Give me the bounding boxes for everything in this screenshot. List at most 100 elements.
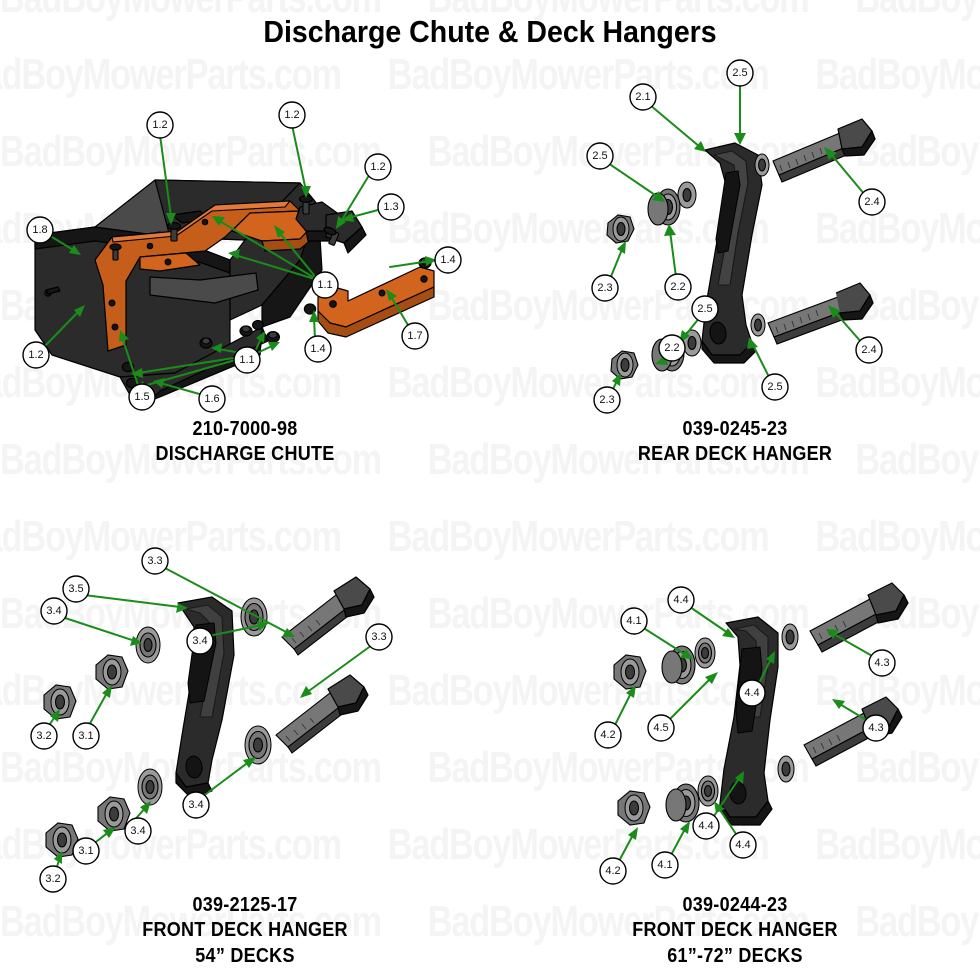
callout-1-1: 1.1 bbox=[311, 271, 339, 299]
callout-label: 2.4 bbox=[864, 196, 879, 208]
diagram-discharge-chute: 1.2 1.2 1.2 1.8 1.3 1.1 1.4 1.7 1.2 1.5 … bbox=[0, 55, 490, 475]
callout-label: 1.8 bbox=[32, 224, 47, 236]
front54-callouts: 3.3 3.5 3.4 3.4 3.3 3.2 3.1 3.4 3.4 3.1 … bbox=[30, 547, 393, 893]
caption-discharge-chute: 210-7000-98 DISCHARGE CHUTE bbox=[25, 417, 466, 468]
callout-label: 3.5 bbox=[68, 583, 83, 595]
callout-label: 3.1 bbox=[78, 730, 93, 742]
callout-4-1: 4.1 bbox=[620, 607, 648, 635]
front6172-leaders bbox=[613, 606, 875, 864]
callout-label: 3.4 bbox=[46, 605, 61, 617]
callout-label: 1.2 bbox=[28, 349, 43, 361]
callout-2-2b: 2.2 bbox=[658, 334, 686, 362]
callout-label: 2.5 bbox=[732, 67, 747, 79]
callout-2-5: 2.5 bbox=[726, 59, 754, 87]
callout-label: 2.1 bbox=[635, 91, 650, 103]
caption-front-deck-hanger-54: 039-2125-17 FRONT DECK HANGER 54” DECKS bbox=[25, 893, 466, 969]
callout-1-6: 1.6 bbox=[198, 385, 226, 413]
callout-label: 4.5 bbox=[653, 722, 668, 734]
callout-label: 1.7 bbox=[407, 330, 422, 342]
callout-label: 3.3 bbox=[147, 555, 162, 567]
callout-label: 3.4 bbox=[188, 799, 203, 811]
callout-2-3b: 2.3 bbox=[593, 386, 621, 414]
callout-4-4: 4.4 bbox=[667, 586, 695, 614]
bolt-right bbox=[323, 226, 340, 246]
diagram-rear-deck-hanger: 2.1 2.5 2.5 2.4 2.3 2.2 2.3 2.5 2.4 2.5 … bbox=[490, 55, 980, 475]
bolt-bottom bbox=[767, 282, 874, 345]
chute-callouts: 1.2 1.2 1.2 1.8 1.3 1.1 1.4 1.7 1.2 1.5 … bbox=[22, 101, 462, 413]
front-deck-hanger-61-72-illustration: 4.4 4.3 4.1 4.4 4.3 4.2 4.5 4.4 4.2 4.1 … bbox=[594, 582, 909, 885]
callout-label: 2.3 bbox=[599, 394, 614, 406]
bolt-top-6172 bbox=[809, 582, 909, 653]
callout-2-3: 2.3 bbox=[591, 274, 619, 302]
callout-2-2: 2.2 bbox=[664, 273, 692, 301]
callout-label: 4.2 bbox=[600, 729, 615, 741]
callout-label: 1.2 bbox=[370, 161, 385, 173]
callout-label: 4.1 bbox=[657, 859, 672, 871]
part-number: 039-2125-17 bbox=[192, 894, 298, 916]
part-deck-size: 54” DECKS bbox=[195, 944, 295, 967]
part-number: 210-7000-98 bbox=[192, 418, 298, 440]
hanger-plate-54 bbox=[175, 596, 235, 798]
callout-4-4c: 4.4 bbox=[692, 812, 720, 840]
part-name: FRONT DECK HANGER bbox=[142, 919, 348, 942]
callout-3-5: 3.5 bbox=[62, 575, 90, 603]
callout-2-4b: 2.4 bbox=[855, 336, 883, 364]
diagram-front-deck-hanger-61-72: 4.4 4.3 4.1 4.4 4.3 4.2 4.5 4.4 4.2 4.1 … bbox=[490, 545, 980, 980]
callout-1-1b: 1.1 bbox=[233, 346, 261, 374]
hardware-stack-upper bbox=[606, 153, 770, 244]
callout-2-5d: 2.5 bbox=[761, 373, 789, 401]
caption-rear-deck-hanger: 039-0245-23 REAR DECK HANGER bbox=[515, 417, 956, 468]
callout-label: 4.3 bbox=[874, 657, 889, 669]
callout-3-4c: 3.4 bbox=[182, 791, 210, 819]
callout-1-2b: 1.2 bbox=[278, 101, 306, 129]
part-number: 039-0245-23 bbox=[682, 418, 788, 440]
callout-label: 4.4 bbox=[744, 687, 759, 699]
callout-4-2b: 4.2 bbox=[599, 857, 627, 885]
part-deck-size: 61”-72” DECKS bbox=[667, 944, 803, 967]
callout-1-2d: 1.2 bbox=[22, 341, 50, 369]
callout-1-2: 1.2 bbox=[146, 111, 174, 139]
callout-label: 4.4 bbox=[673, 594, 688, 606]
callout-label: 3.4 bbox=[192, 635, 207, 647]
callout-label: 4.4 bbox=[735, 839, 750, 851]
callout-label: 1.1 bbox=[317, 279, 332, 291]
front54-leaders bbox=[47, 566, 373, 871]
part-name: REAR DECK HANGER bbox=[637, 443, 833, 466]
part-name: FRONT DECK HANGER bbox=[632, 919, 838, 942]
callout-3-2: 3.2 bbox=[30, 722, 58, 750]
hardware-6172-lower bbox=[617, 755, 795, 826]
callout-label: 3.2 bbox=[36, 730, 51, 742]
callout-label: 2.2 bbox=[670, 281, 685, 293]
callout-1-4b: 1.4 bbox=[304, 335, 332, 363]
callout-label: 1.1 bbox=[239, 354, 254, 366]
hardware-54-upper bbox=[43, 597, 268, 720]
callout-3-4d: 3.4 bbox=[124, 817, 152, 845]
callout-3-4: 3.4 bbox=[40, 597, 68, 625]
callout-3-1: 3.1 bbox=[72, 722, 100, 750]
callout-label: 2.5 bbox=[767, 381, 782, 393]
callout-label: 1.5 bbox=[134, 391, 149, 403]
callout-label: 3.3 bbox=[371, 631, 386, 643]
callout-label: 2.5 bbox=[592, 150, 607, 162]
bolt-top bbox=[772, 118, 876, 183]
callout-label: 1.4 bbox=[440, 254, 455, 266]
callout-2-5c: 2.5 bbox=[691, 295, 719, 323]
caption-front-deck-hanger-61-72: 039-0244-23 FRONT DECK HANGER 61”-72” DE… bbox=[515, 893, 956, 969]
callout-2-1: 2.1 bbox=[629, 83, 657, 111]
callout-label: 1.4 bbox=[310, 343, 325, 355]
front6172-callouts: 4.4 4.3 4.1 4.4 4.3 4.2 4.5 4.4 4.2 4.1 … bbox=[594, 586, 896, 885]
rear-hanger-callouts: 2.1 2.5 2.5 2.4 2.3 2.2 2.3 2.5 2.4 2.5 … bbox=[586, 59, 886, 414]
chute-link-bar bbox=[317, 266, 435, 338]
callout-label: 3.4 bbox=[130, 825, 145, 837]
rear-deck-hanger-illustration: 2.1 2.5 2.5 2.4 2.3 2.2 2.3 2.5 2.4 2.5 … bbox=[586, 59, 886, 414]
callout-label: 1.3 bbox=[383, 201, 398, 213]
bolt-top-right bbox=[298, 195, 314, 215]
callout-label: 4.1 bbox=[626, 615, 641, 627]
callout-label: 2.4 bbox=[861, 344, 876, 356]
callout-label: 2.3 bbox=[597, 282, 612, 294]
discharge-chute-illustration: 1.2 1.2 1.2 1.8 1.3 1.1 1.4 1.7 1.2 1.5 … bbox=[22, 101, 462, 413]
callout-4-4d: 4.4 bbox=[729, 831, 757, 859]
front-deck-hanger-54-illustration: 3.3 3.5 3.4 3.4 3.3 3.2 3.1 3.4 3.4 3.1 … bbox=[30, 547, 393, 893]
callout-1-8: 1.8 bbox=[26, 216, 54, 244]
